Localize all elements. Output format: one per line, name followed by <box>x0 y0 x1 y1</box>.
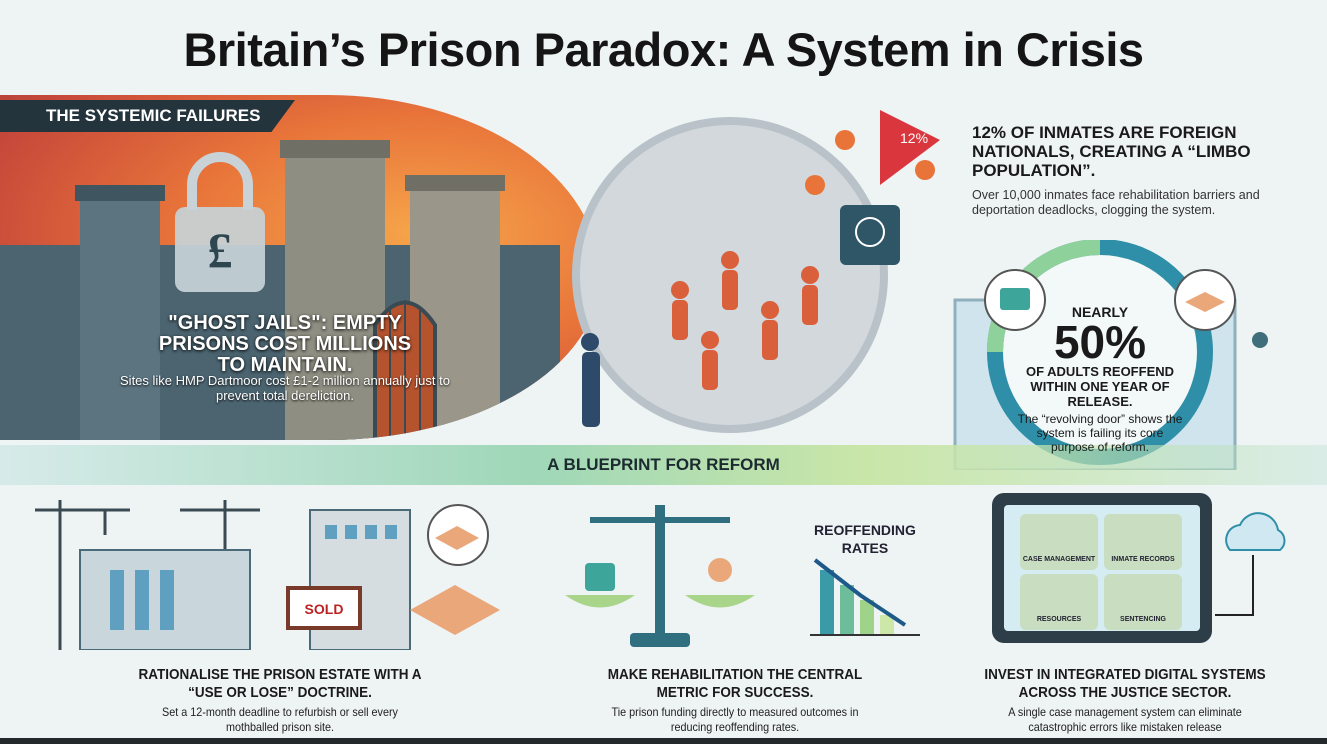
sold-sign: SOLD <box>305 601 344 617</box>
revolving-door-illustration <box>953 240 1268 470</box>
reoffending-value: 50% <box>1053 316 1147 368</box>
reform-3-body: A single case management system can elim… <box>1008 705 1242 734</box>
reform-band <box>0 445 1327 485</box>
foreign-nationals-badge: 12% <box>900 130 928 146</box>
bottom-bar <box>0 738 1327 744</box>
reform-1-title: RATIONALISE THE PRISON ESTATE WITH A “US… <box>138 666 422 701</box>
reform-2-title: MAKE REHABILITATION THE CENTRAL METRIC F… <box>607 666 863 701</box>
reoffending-title: OF ADULTS REOFFEND WITHIN ONE YEAR OF RE… <box>1025 364 1175 409</box>
passport-globe-icon <box>855 217 885 247</box>
prison-castle-icon <box>0 140 560 440</box>
reoffending-stat: NEARLY 50% OF ADULTS REOFFEND WITHIN ONE… <box>980 260 1220 454</box>
reform-1-body: Set a 12-month deadline to refurbish or … <box>162 705 398 734</box>
lock-icon <box>585 563 615 591</box>
briefcase-icon <box>1000 288 1030 310</box>
handshake-icon <box>1185 292 1225 312</box>
ghost-jails-title: "GHOST JAILS": EMPTY PRISONS COST MILLIO… <box>158 312 412 376</box>
page-title: Britain’s Prison Paradox: A System in Cr… <box>183 23 1144 76</box>
tile-sentencing[interactable]: SENTENCING <box>1104 574 1182 630</box>
declining-bar-chart <box>810 558 920 636</box>
graduate-icon <box>708 558 732 582</box>
reoffending-body: The “revolving door” shows the system is… <box>1017 412 1183 454</box>
handshake-icon <box>435 526 479 550</box>
systemic-failures-banner: THE SYSTEMIC FAILURES <box>0 100 295 132</box>
reform-3-title: INVEST IN INTEGRATED DIGITAL SYSTEMS ACR… <box>984 666 1266 701</box>
padlock-icon: £ <box>175 152 265 292</box>
ghost-jails-body: Sites like HMP Dartmoor cost £1-2 millio… <box>120 373 450 403</box>
foreign-nationals-body: Over 10,000 inmates face rehabilitation … <box>972 188 1260 217</box>
prison-estate-illustration: SOLD <box>35 500 500 650</box>
reform-banner: A BLUEPRINT FOR REFORM <box>547 455 780 474</box>
tile-resources[interactable]: RESOURCES <box>1020 574 1098 630</box>
cloud-sync-icon <box>1215 512 1286 616</box>
reoffending-prefix: NEARLY <box>1071 304 1129 320</box>
prison-riot-illustration: 12% <box>572 110 940 433</box>
tile-case-management[interactable]: CASE MANAGEMENT <box>1020 514 1098 570</box>
ghost-jails-illustration: £ <box>0 95 600 440</box>
svg-text:£: £ <box>208 222 233 278</box>
foreign-nationals-title: 12% OF INMATES ARE FOREIGN NATIONALS, CR… <box>972 123 1251 180</box>
reform-2-body: Tie prison funding directly to measured … <box>611 705 859 734</box>
tile-inmate-records[interactable]: INMATE RECORDS <box>1104 514 1182 570</box>
